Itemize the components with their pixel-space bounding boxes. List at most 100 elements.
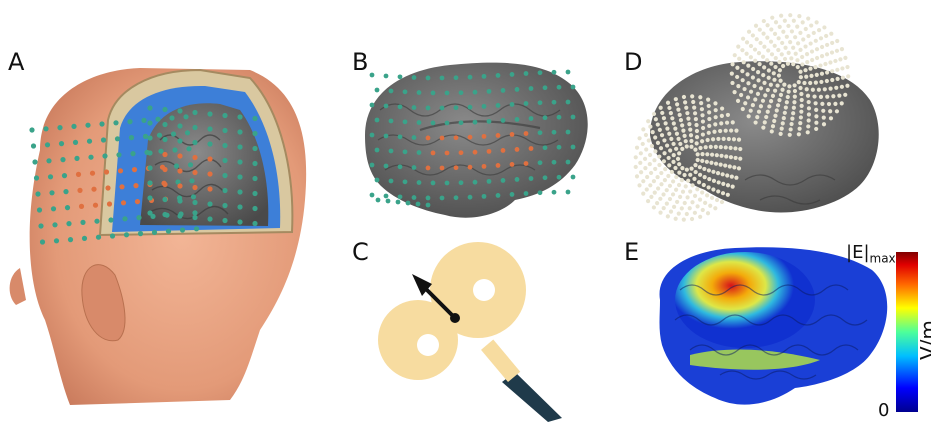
coil-winding — [643, 166, 647, 170]
coil-winding — [820, 45, 824, 49]
electrode — [46, 158, 51, 163]
coil-winding — [806, 124, 810, 128]
coil-winding — [779, 132, 783, 136]
coil-winding — [783, 46, 787, 50]
electrode — [90, 171, 95, 176]
electrode — [426, 136, 431, 141]
coil-winding — [737, 166, 741, 170]
electrode — [60, 157, 65, 162]
electrode — [57, 125, 62, 130]
electrode — [174, 163, 179, 168]
coil-winding — [786, 62, 790, 66]
coil-winding — [720, 114, 724, 118]
coil-winding — [828, 60, 832, 64]
coil-winding — [679, 118, 683, 122]
electrode — [370, 193, 375, 198]
electrode — [557, 175, 562, 180]
electrode — [440, 106, 445, 111]
electrode — [152, 230, 157, 235]
coil-winding — [677, 212, 681, 216]
electrode — [543, 175, 548, 180]
coil-winding — [730, 81, 734, 85]
electrode — [440, 166, 445, 171]
electrode — [99, 121, 104, 126]
coil-winding — [770, 16, 774, 20]
coil-winding — [787, 51, 791, 55]
electrode — [416, 202, 421, 207]
coil-winding — [645, 175, 649, 179]
coil-winding — [694, 117, 698, 121]
coil-winding — [695, 141, 699, 145]
coil-winding — [727, 137, 731, 141]
coil-winding — [734, 156, 738, 160]
coil-winding — [830, 78, 834, 82]
electrode — [132, 167, 137, 172]
electrode — [571, 115, 576, 120]
coil-winding — [653, 167, 657, 171]
coil-winding — [688, 189, 692, 193]
coil-winding — [817, 88, 821, 92]
coil-winding — [740, 48, 744, 52]
electrode — [566, 190, 571, 195]
electrode — [207, 141, 212, 146]
electrode — [177, 168, 182, 173]
coil-winding — [690, 94, 694, 98]
electrode — [222, 113, 227, 118]
coil-winding — [751, 33, 755, 37]
coil-winding — [802, 81, 806, 85]
coil-winding — [714, 145, 718, 149]
coil-winding — [732, 137, 736, 141]
electrode — [192, 200, 197, 205]
coil-winding — [711, 137, 715, 141]
coil-winding — [810, 49, 814, 53]
electrode — [35, 191, 40, 196]
coil-winding — [758, 28, 762, 32]
coil-winding — [740, 69, 744, 73]
electrode — [162, 197, 167, 202]
coil-winding — [746, 95, 750, 99]
coil-winding — [778, 79, 782, 83]
coil-winding — [774, 20, 778, 24]
electrode — [543, 115, 548, 120]
coil-winding — [745, 40, 749, 44]
coil-winding — [793, 95, 797, 99]
coil-winding — [637, 136, 641, 140]
coil-winding — [805, 52, 809, 56]
coil-winding — [734, 129, 738, 133]
coil-winding — [680, 147, 684, 151]
coil-winding — [676, 137, 680, 141]
coil-winding — [713, 122, 717, 126]
coil-winding — [696, 152, 700, 156]
electrode — [557, 115, 562, 120]
electrode — [496, 103, 501, 108]
coil-winding — [706, 211, 710, 215]
colorbar-max-text: |E| — [846, 242, 870, 263]
coil-winding — [809, 23, 813, 27]
electrode — [426, 203, 431, 208]
electrode — [445, 121, 450, 126]
coil-winding — [825, 43, 829, 47]
coil-winding — [825, 95, 829, 99]
coil-winding — [814, 127, 818, 131]
coil-winding — [656, 122, 660, 126]
coil-winding — [742, 60, 746, 64]
coil-winding — [800, 104, 804, 108]
electrode — [398, 134, 403, 139]
coil-winding — [699, 101, 703, 105]
electrode — [445, 91, 450, 96]
coil-winding — [761, 32, 765, 36]
electrode — [501, 118, 506, 123]
coil-winding — [664, 121, 668, 125]
coil-winding — [698, 215, 702, 219]
coil-winding — [703, 201, 707, 205]
electrode — [183, 114, 188, 119]
coil-winding — [820, 72, 824, 76]
coil-winding — [706, 138, 710, 142]
coil-winding — [786, 24, 790, 28]
coil-winding — [716, 137, 720, 141]
coil-winding — [773, 89, 777, 93]
electrode — [207, 201, 212, 206]
electrode — [543, 85, 548, 90]
coil-winding — [766, 48, 770, 52]
colorbar-max-label: |E|max — [846, 244, 896, 265]
